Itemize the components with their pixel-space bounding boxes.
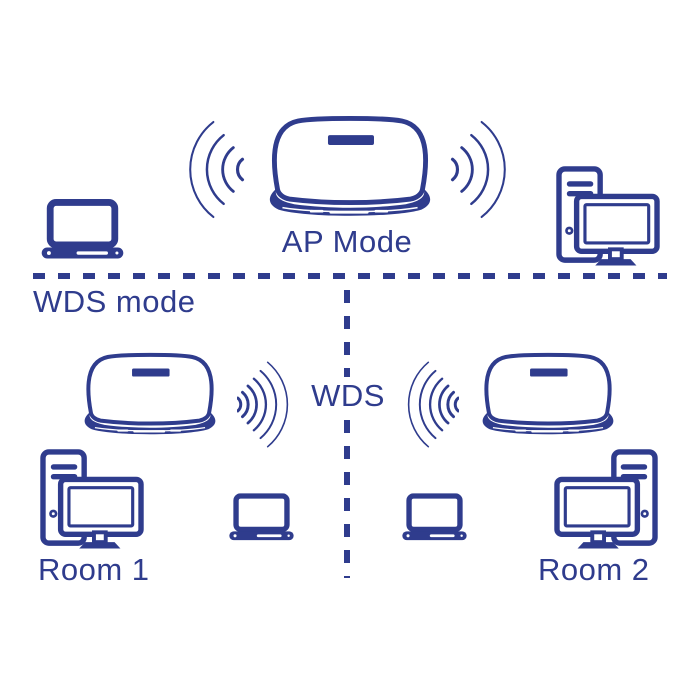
room2-label: Room 2 bbox=[538, 552, 650, 587]
wifi-waves-icon bbox=[403, 352, 459, 457]
wds-mode-label: WDS mode bbox=[33, 284, 196, 319]
access-point-icon bbox=[257, 111, 443, 223]
desktop-pc-icon bbox=[556, 166, 660, 266]
room1-label: Room 1 bbox=[38, 552, 150, 587]
laptop-icon bbox=[228, 493, 295, 543]
wifi-waves-icon bbox=[237, 352, 293, 457]
access-point-icon bbox=[74, 349, 226, 440]
section-divider-line bbox=[33, 273, 667, 279]
desktop-pc-icon bbox=[40, 449, 144, 549]
laptop-icon bbox=[401, 493, 468, 543]
ap-mode-label: AP Mode bbox=[281, 224, 413, 259]
desktop-pc-icon bbox=[554, 449, 658, 549]
wifi-waves-icon bbox=[450, 112, 517, 227]
room-divider-line bbox=[344, 290, 350, 578]
access-point-icon bbox=[472, 349, 624, 440]
wds-link-label: WDS bbox=[302, 377, 394, 416]
laptop-icon bbox=[40, 199, 125, 262]
wifi-waves-icon bbox=[178, 112, 245, 227]
